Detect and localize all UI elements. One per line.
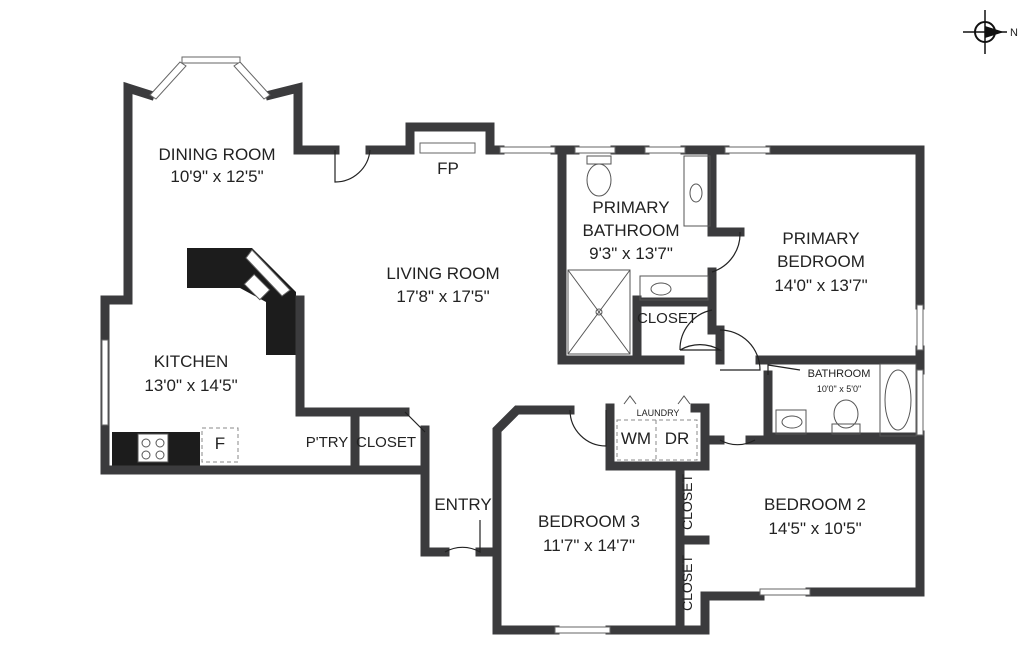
bedroom-3-closet-upper-label: CLOSET (679, 473, 696, 531)
washer-label: WM (620, 429, 652, 448)
bedroom-3-closet-lower-label: CLOSET (679, 554, 696, 612)
fireplace-label: FP (437, 159, 459, 178)
living-room-name: LIVING ROOM (386, 264, 500, 283)
bathroom-size: 10'0" x 5'0" (816, 384, 862, 394)
entry-closet-label: CLOSET (355, 434, 417, 451)
bedroom-3-size: 11'7" x 14'7" (543, 536, 635, 555)
primary-bath-name-1: PRIMARY (592, 198, 670, 217)
doors (334, 149, 801, 554)
walls (100, 81, 925, 635)
dryer-label: DR (664, 429, 690, 448)
windows (101, 56, 924, 634)
stove-icon (137, 433, 169, 463)
fridge-label: F (214, 434, 226, 453)
primary-bath-name-2: BATHROOM (582, 221, 680, 240)
dining-room-size: 10'9" x 12'5" (170, 167, 264, 186)
kitchen-name: KITCHEN (153, 352, 229, 371)
bedroom-2-size: 14'5" x 10'5" (768, 519, 862, 538)
living-room-size: 17'8" x 17'5" (396, 287, 490, 306)
pantry-label: P'TRY (305, 434, 349, 451)
compass-icon (963, 10, 1007, 54)
kitchen-size: 13'0" x 14'5" (144, 376, 238, 395)
laundry-label: LAUNDRY (636, 408, 680, 418)
sink-counter-strip (245, 249, 291, 297)
dining-room-name: DINING ROOM (158, 145, 276, 164)
entry-label: ENTRY (434, 495, 492, 514)
primary-bedroom-size: 14'0" x 13'7" (774, 276, 868, 295)
bathroom-name: BATHROOM (807, 368, 871, 380)
kitchen-counter (187, 248, 296, 355)
primary-bedroom-name-1: PRIMARY (782, 229, 860, 248)
fridge-outline (201, 427, 239, 463)
fixtures (567, 155, 917, 461)
bedroom-2-name: BEDROOM 2 (763, 495, 867, 514)
primary-bedroom-name-2: BEDROOM (777, 252, 865, 271)
kitchen-sink-icon (243, 273, 271, 301)
bedroom-3-name: BEDROOM 3 (537, 512, 641, 531)
compass-north-label: N (1010, 27, 1018, 39)
primary-closet-label: CLOSET (636, 310, 698, 327)
primary-bath-size: 9'3" x 13'7" (589, 244, 673, 263)
toilet-icon (586, 163, 612, 197)
